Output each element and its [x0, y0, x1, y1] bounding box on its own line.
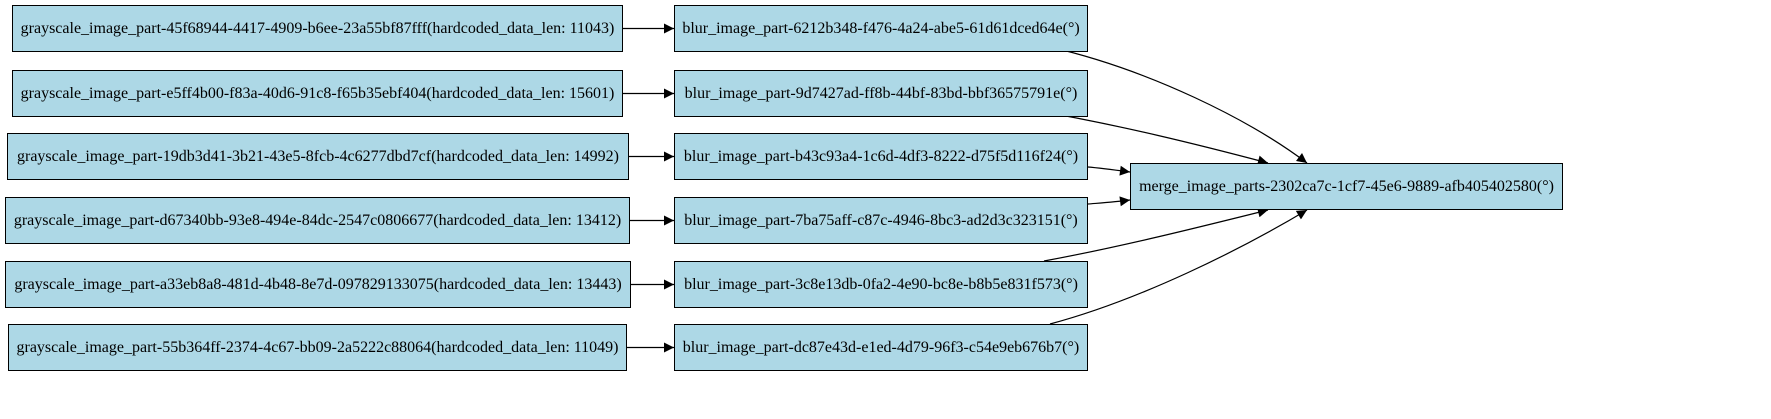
grayscale-node-5: grayscale_image_part-a33eb8a8-481d-4b48-… [5, 261, 631, 308]
blur-node-1: blur_image_part-6212b348-f476-4a24-abe5-… [674, 5, 1088, 52]
edge-blur-to-merge-5 [1043, 207, 1269, 262]
blur-node-2: blur_image_part-9d7427ad-ff8b-44bf-83bd-… [674, 70, 1088, 117]
grayscale-node-6: grayscale_image_part-55b364ff-2374-4c67-… [8, 324, 627, 371]
edge-blur-to-merge-4 [1087, 196, 1131, 207]
grayscale-node-3: grayscale_image_part-19db3d41-3b21-43e5-… [7, 133, 629, 180]
edge-blur-to-merge-1 [1049, 46, 1308, 164]
blur-node-5: blur_image_part-3c8e13db-0fa2-4e90-bc8e-… [674, 261, 1088, 308]
edge-blur-to-merge-3 [1087, 165, 1131, 176]
grayscale-node-1: grayscale_image_part-45f68944-4417-4909-… [12, 5, 623, 52]
grayscale-node-2: grayscale_image_part-e5ff4b00-f83a-40d6-… [12, 70, 623, 117]
merge-node: merge_image_parts-2302ca7c-1cf7-45e6-988… [1130, 163, 1563, 210]
blur-node-3: blur_image_part-b43c93a4-1c6d-4df3-8222-… [674, 133, 1088, 180]
blur-node-4: blur_image_part-7ba75aff-c87c-4946-8bc3-… [674, 197, 1088, 244]
grayscale-node-4: grayscale_image_part-d67340bb-93e8-494e-… [5, 197, 630, 244]
blur-node-6: blur_image_part-dc87e43d-e1ed-4d79-96f3-… [674, 324, 1088, 371]
edge-blur-to-merge-6 [1049, 209, 1308, 325]
